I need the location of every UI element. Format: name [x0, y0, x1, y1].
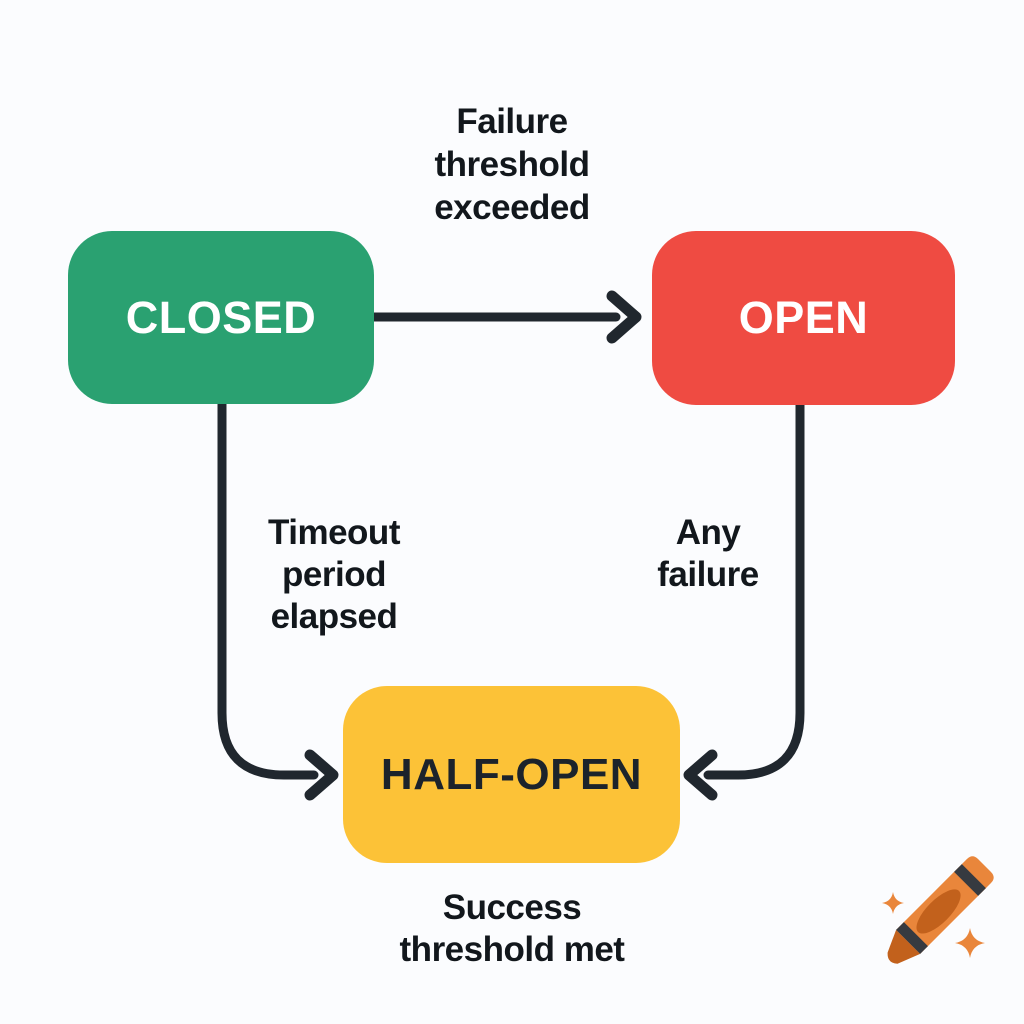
state-closed-label: CLOSED — [125, 291, 317, 343]
sparkle-icon — [955, 928, 985, 958]
state-box-half-open: HALF-OPEN — [343, 686, 680, 863]
arrowhead-open-to-halfopen — [683, 749, 718, 801]
transition-label-any-failure: Any failure — [657, 513, 759, 594]
state-box-open: OPEN — [652, 231, 955, 405]
state-open-label: OPEN — [738, 292, 869, 343]
transition-label-failure-threshold: Failure threshold exceeded — [434, 102, 590, 227]
state-box-closed: CLOSED — [68, 231, 374, 404]
transition-label-success-threshold: Success threshold met — [399, 888, 625, 969]
state-half-open-label: HALF-OPEN — [380, 749, 643, 799]
sparkle-icon — [882, 892, 904, 914]
crayon-icon — [882, 856, 994, 964]
transition-label-timeout-period: Timeout period elapsed — [268, 513, 400, 636]
arrowhead-closed-to-open — [606, 290, 642, 344]
arrowhead-closed-to-halfopen — [304, 749, 339, 801]
